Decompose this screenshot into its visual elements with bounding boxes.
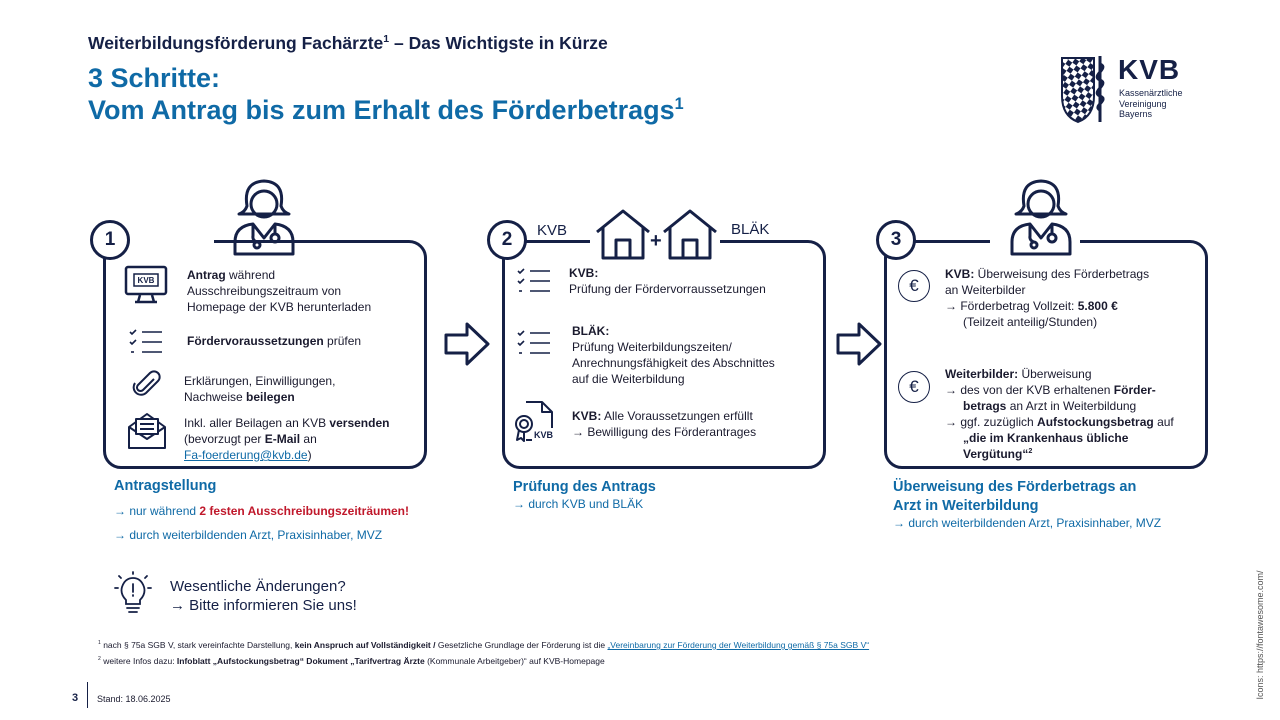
hint-text: Wesentliche Änderungen? → Bitte informie… bbox=[170, 578, 357, 614]
step1-note1: → nur während 2 festen Ausschreibungszei… bbox=[114, 504, 409, 518]
step2-plus: + bbox=[650, 230, 662, 252]
step2-number: 2 bbox=[487, 220, 527, 260]
step3-note: → durch weiterbildenden Arzt, Praxisinha… bbox=[893, 516, 1162, 530]
email-link[interactable]: Fa-foerderung@kvb.de bbox=[184, 448, 308, 462]
step2-label-blaek: BLÄK bbox=[731, 221, 770, 238]
arrow-right-icon bbox=[444, 322, 490, 366]
euro-icon: € bbox=[898, 371, 930, 403]
envelope-icon bbox=[128, 413, 166, 449]
step3-caption: Überweisung des Förderbetrags an Arzt in… bbox=[893, 479, 1137, 514]
step1-item1: Antrag während Ausschreibungszeitraum vo… bbox=[187, 268, 372, 314]
step2-label-kvb: KVB bbox=[537, 222, 568, 239]
doctor-icon bbox=[233, 179, 295, 256]
step1-item4: Inkl. aller Beilagen an KVB versenden (b… bbox=[184, 416, 390, 462]
footnote-1: 1 nach § 75a SGB V, stark vereinfachte D… bbox=[98, 640, 870, 650]
icons-credit: Icons: https://fontawesome.com/ bbox=[1255, 570, 1265, 700]
step1-cover bbox=[124, 236, 214, 244]
kvb-logo: KVB Kassenärztliche Vereinigung Bayerns bbox=[1060, 54, 1210, 126]
doctor-icon bbox=[1010, 179, 1072, 256]
monitor-label: KVB bbox=[137, 276, 155, 285]
monitor-icon bbox=[124, 265, 168, 304]
step1-item2: Fördervoraussetzungen prüfen bbox=[187, 334, 362, 348]
checklist-icon bbox=[517, 330, 550, 354]
step1-note2: → durch weiterbildenden Arzt, Praxisinha… bbox=[114, 528, 383, 542]
arrow-right-icon bbox=[836, 322, 882, 366]
step2-cover bbox=[590, 236, 720, 244]
footnote-2: 2 weitere Infos dazu: Infoblatt „Aufstoc… bbox=[98, 656, 605, 666]
step2-item3: KVB: Alle Voraussetzungen erfüllt → Bewi… bbox=[572, 409, 757, 439]
step3-item1: KVB: Überweisung des Förderbetrags an We… bbox=[945, 267, 1150, 329]
logo-subtitle: Kassenärztliche Vereinigung Bayerns bbox=[1119, 88, 1183, 119]
logo-name: KVB bbox=[1118, 54, 1181, 85]
stand-date: Stand: 18.06.2025 bbox=[97, 694, 171, 704]
checklist-icon bbox=[517, 268, 550, 292]
lightbulb-icon bbox=[114, 571, 152, 613]
footer-divider bbox=[87, 682, 88, 708]
step2-item2: BLÄK: Prüfung Weiterbildungszeiten/ Anre… bbox=[572, 324, 775, 386]
house-icon bbox=[663, 209, 717, 260]
step1-item3: Erklärungen, Einwilligungen, Nachweise b… bbox=[184, 374, 336, 404]
euro-icon: € bbox=[898, 270, 930, 302]
step2-note: → durch KVB und BLÄK bbox=[513, 497, 644, 511]
house-icon bbox=[596, 209, 650, 260]
step1-caption: Antragstellung bbox=[114, 478, 217, 494]
certificate-document-icon bbox=[515, 401, 556, 442]
page-title: 3 Schritte: Vom Antrag bis zum Erhalt de… bbox=[88, 63, 684, 125]
page-number: 3 bbox=[72, 692, 79, 704]
step3-number: 3 bbox=[876, 220, 916, 260]
checklist-icon bbox=[129, 329, 162, 353]
step3-cover bbox=[990, 236, 1080, 244]
step1-number: 1 bbox=[90, 220, 130, 260]
paperclip-icon bbox=[132, 370, 161, 396]
step3-item2: Weiterbilder: Überweisung → des von der … bbox=[945, 367, 1174, 461]
supertitle: Weiterbildungsförderung Fachärzte1 – Das… bbox=[88, 33, 608, 53]
step2-item1: KVB: Prüfung der Fördervorraussetzungen bbox=[569, 266, 766, 296]
bavaria-shield-icon bbox=[1061, 56, 1105, 124]
doc-label: KVB bbox=[534, 430, 554, 440]
footnote-link[interactable]: „Vereinbarung zur Förderung der Weiterbi… bbox=[607, 640, 870, 650]
step2-caption: Prüfung des Antrags bbox=[513, 479, 656, 495]
